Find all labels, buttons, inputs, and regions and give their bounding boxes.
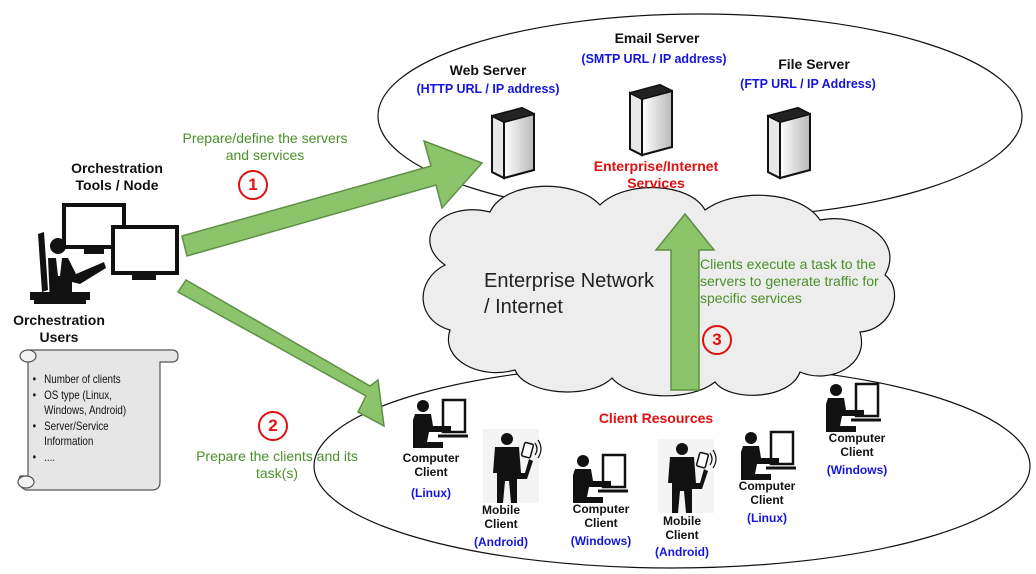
mobile-client-android-icon bbox=[482, 428, 542, 504]
step-3-badge: 3 bbox=[702, 325, 732, 355]
client-5-os: (Linux) bbox=[747, 511, 787, 525]
web-server-address: (HTTP URL / IP address) bbox=[416, 82, 560, 96]
arrow-2 bbox=[176, 278, 385, 428]
client-4-name: Mobile Client bbox=[663, 514, 701, 543]
requirement-item: OS type (Linux, bbox=[33, 388, 126, 404]
orchestration-user-icon bbox=[30, 232, 106, 304]
orchestration-tools-title: Orchestration Tools / Node bbox=[71, 160, 163, 193]
email-server-name: Email Server bbox=[614, 30, 700, 46]
file-server-icon bbox=[767, 107, 811, 179]
services-group-label: Enterprise/Internet Services bbox=[593, 158, 719, 191]
arrow-1 bbox=[181, 139, 484, 257]
client-6-name: Computer Client bbox=[828, 431, 886, 460]
orchestration-users-title: Orchestration Users bbox=[13, 312, 105, 345]
network-label: Enterprise Network / Internet bbox=[484, 270, 655, 318]
requirement-item: Number of clients bbox=[33, 372, 126, 388]
step-2-badge: 2 bbox=[258, 411, 288, 441]
file-server-address: (FTP URL / IP Address) bbox=[740, 77, 876, 91]
email-server-icon bbox=[629, 84, 673, 156]
client-1-os: (Linux) bbox=[411, 486, 451, 500]
email-server-address: (SMTP URL / IP address) bbox=[581, 52, 727, 66]
client-2-name: Mobile Client bbox=[482, 503, 520, 532]
requirement-item: Server/Service bbox=[33, 419, 126, 435]
step-1-badge: 1 bbox=[238, 170, 268, 200]
client-3-os: (Windows) bbox=[570, 534, 632, 548]
client-2-os: (Android) bbox=[474, 535, 528, 549]
requirements-list: Number of clients OS type (Linux, Window… bbox=[31, 372, 127, 466]
requirement-item: .... bbox=[33, 450, 126, 466]
client-4-os: (Android) bbox=[655, 545, 709, 559]
client-3-name: Computer Client bbox=[572, 502, 630, 531]
step-3-text: Clients execute a task to the servers to… bbox=[700, 256, 879, 306]
step-2-text: Prepare the clients and its task(s) bbox=[196, 448, 358, 481]
requirement-item-cont: Information bbox=[44, 434, 94, 448]
client-6-os: (Windows) bbox=[826, 463, 888, 477]
client-1-name: Computer Client bbox=[402, 451, 460, 480]
requirement-item-cont: Windows, Android) bbox=[44, 403, 127, 417]
arrow-3 bbox=[654, 212, 716, 391]
web-server-icon bbox=[491, 107, 535, 179]
network-cloud bbox=[422, 185, 896, 397]
file-server-name: File Server bbox=[778, 56, 850, 72]
orchestration-monitors-icon bbox=[62, 203, 179, 280]
step-1-text: Prepare/define the servers and services bbox=[182, 130, 348, 163]
client-5-name: Computer Client bbox=[738, 479, 796, 508]
web-server-name: Web Server bbox=[449, 62, 527, 78]
clients-group-label: Client Resources bbox=[598, 410, 714, 426]
mobile-client-android-2-icon bbox=[657, 438, 717, 514]
